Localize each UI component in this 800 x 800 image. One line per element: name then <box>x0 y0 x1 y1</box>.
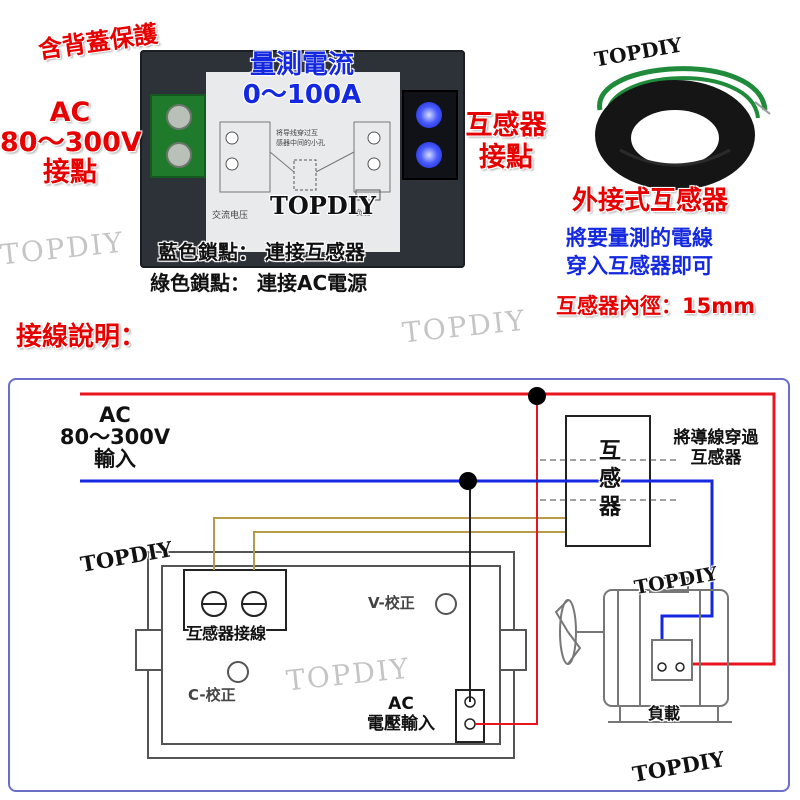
motor-load-icon <box>554 577 732 723</box>
neutral-wire <box>80 479 714 664</box>
junction-dot <box>528 387 546 405</box>
green-lock-note: 綠色鎖點： 連接AC電源 <box>150 271 368 295</box>
meter-title: 量測電流 <box>249 50 354 80</box>
panel-text: 将导线穿过互感器中间的小孔 <box>276 129 325 147</box>
sensor-desc-1: 將要量測的電線 <box>566 226 713 250</box>
ac-input-label: AC 80～300V 輸入 <box>59 403 171 471</box>
pass-through-note: 將導線穿過 互感器 <box>673 428 759 468</box>
wiring-panel <box>8 378 790 792</box>
meter-ct-terminal <box>183 569 287 631</box>
v-calibration-pot <box>435 593 457 615</box>
wiring-heading: 接線說明： <box>16 322 147 352</box>
ct-terminal-label: 互感器 接點 <box>465 110 547 173</box>
sensor-title: 外接式互感器 <box>572 186 729 216</box>
blue-lock-note: 藍色鎖點： 連接互感器 <box>158 240 365 264</box>
load-label: 負載 <box>648 704 681 723</box>
panel-text: 交流电压 <box>212 211 249 221</box>
ct-signal-wires <box>213 517 566 570</box>
meter-body <box>135 551 527 759</box>
c-calibration-label: C-校正 <box>188 686 236 704</box>
motor-terminal <box>675 662 685 672</box>
motor-terminal <box>657 662 667 672</box>
panel-circuit-drawing <box>219 121 391 201</box>
screw-icon <box>416 142 442 168</box>
brand-label: TOPDIY <box>270 191 376 220</box>
v-calibration-label: V-校正 <box>368 594 415 612</box>
ac-terminal-label: AC 80～300V 接點 <box>0 97 142 188</box>
ct-block-label: 互感器 <box>598 439 621 520</box>
screw-icon <box>166 104 192 130</box>
meter-photo: 将导线穿过互感器中间的小孔 交流电压 负载 量測電流 0～100A TOPDIY <box>140 50 465 268</box>
sensor-inner-diameter: 互感器內徑：15mm <box>556 294 755 318</box>
c-calibration-pot <box>227 661 249 683</box>
junction-dot <box>459 472 477 490</box>
meter-range: 0～100A <box>242 80 362 110</box>
screw-icon <box>166 142 192 168</box>
ac-terminal-block <box>150 94 206 178</box>
sensor-desc-2: 穿入互感器即可 <box>566 254 713 278</box>
ct-terminal-caption: 互感器接線 <box>186 624 267 643</box>
current-transformer-icon <box>595 66 771 190</box>
live-wire-drop <box>475 394 538 725</box>
screw-icon <box>416 102 442 128</box>
panel-text: 负载 <box>356 209 370 217</box>
back-panel-label: 将导线穿过互感器中间的小孔 交流电压 负载 <box>206 72 400 252</box>
ac-voltage-input-label: AC 電壓輸入 <box>367 694 435 734</box>
ct-terminal-block <box>402 90 458 180</box>
